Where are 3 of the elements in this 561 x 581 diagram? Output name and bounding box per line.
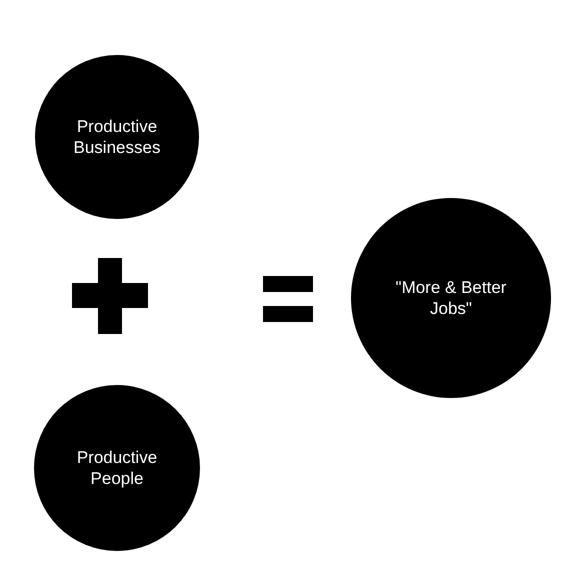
node-text: Productive People <box>76 446 158 490</box>
node-text: "More & Better Jobs" <box>394 276 508 320</box>
node-text: Productive Businesses <box>72 116 162 158</box>
